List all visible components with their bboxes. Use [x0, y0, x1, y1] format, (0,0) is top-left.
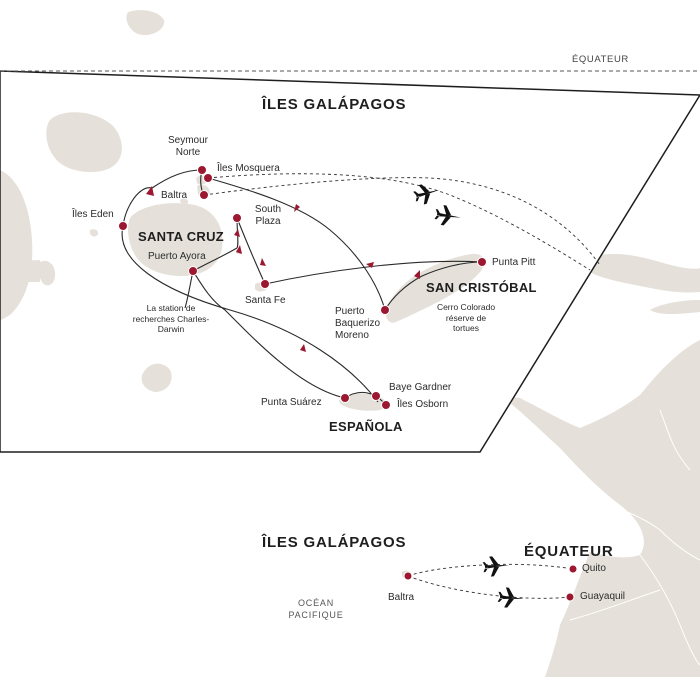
place-label-puerto-ayora: Puerto Ayora	[148, 251, 206, 262]
place-label-seymour-norte: Seymour Norte	[167, 135, 208, 158]
island-label-santa-cruz: SANTA CRUZ	[138, 229, 225, 244]
overview-label-baltra: Baltra	[388, 592, 415, 603]
overview-title-ecuador: ÉQUATEUR	[524, 543, 614, 560]
island-label-espanola: ESPAÑOLA	[329, 419, 403, 434]
route-arrow-icon	[146, 186, 420, 352]
equator-label: ÉQUATEUR	[572, 54, 629, 65]
place-label-puerto-baquerizo-moreno: Puerto Baquerizo Moreno	[335, 306, 381, 341]
galapagos-inset	[0, 70, 700, 453]
overview-title-galapagos: ÎLES GALÁPAGOS	[262, 534, 407, 551]
overview-map	[402, 554, 578, 610]
ocean-label-pacific: OCÉAN PACIFIQUE	[288, 598, 344, 621]
inset-border	[0, 70, 700, 453]
cruise-route	[121, 169, 483, 406]
place-label-baltra: Baltra	[161, 190, 188, 201]
place-label-south-plaza: South Plaza	[254, 204, 282, 227]
place-label-iles-mosquera: Îles Mosquera	[217, 163, 280, 174]
flight-route-inset	[203, 173, 601, 271]
inset-title: ÎLES GALÁPAGOS	[262, 96, 407, 113]
island-label-san-cristobal: SAN CRISTÓBAL	[426, 280, 537, 295]
place-label-punta-suarez: Punta Suárez	[261, 397, 322, 408]
airplane-icon	[482, 554, 510, 578]
place-label-station: La station de recherches Charles-Darwin	[132, 303, 210, 335]
place-label-iles-eden: Îles Eden	[72, 209, 114, 220]
place-label-baye-gardner: Baye Gardner	[389, 382, 452, 393]
overview-label-quito: Quito	[582, 563, 606, 574]
country-borders	[569, 409, 700, 666]
stop-marker-icon	[118, 165, 487, 410]
overview-label-guayaquil: Guayaquil	[580, 591, 626, 602]
place-label-cerro-colorado: Cerro Colorado réserve de tortues	[436, 302, 496, 334]
place-label-iles-osborn: Îles Osborn	[397, 399, 449, 410]
place-label-santa-fe: Santa Fe	[245, 295, 286, 306]
stop-marker-icon	[403, 564, 578, 602]
place-label-punta-pitt: Punta Pitt	[492, 257, 536, 268]
